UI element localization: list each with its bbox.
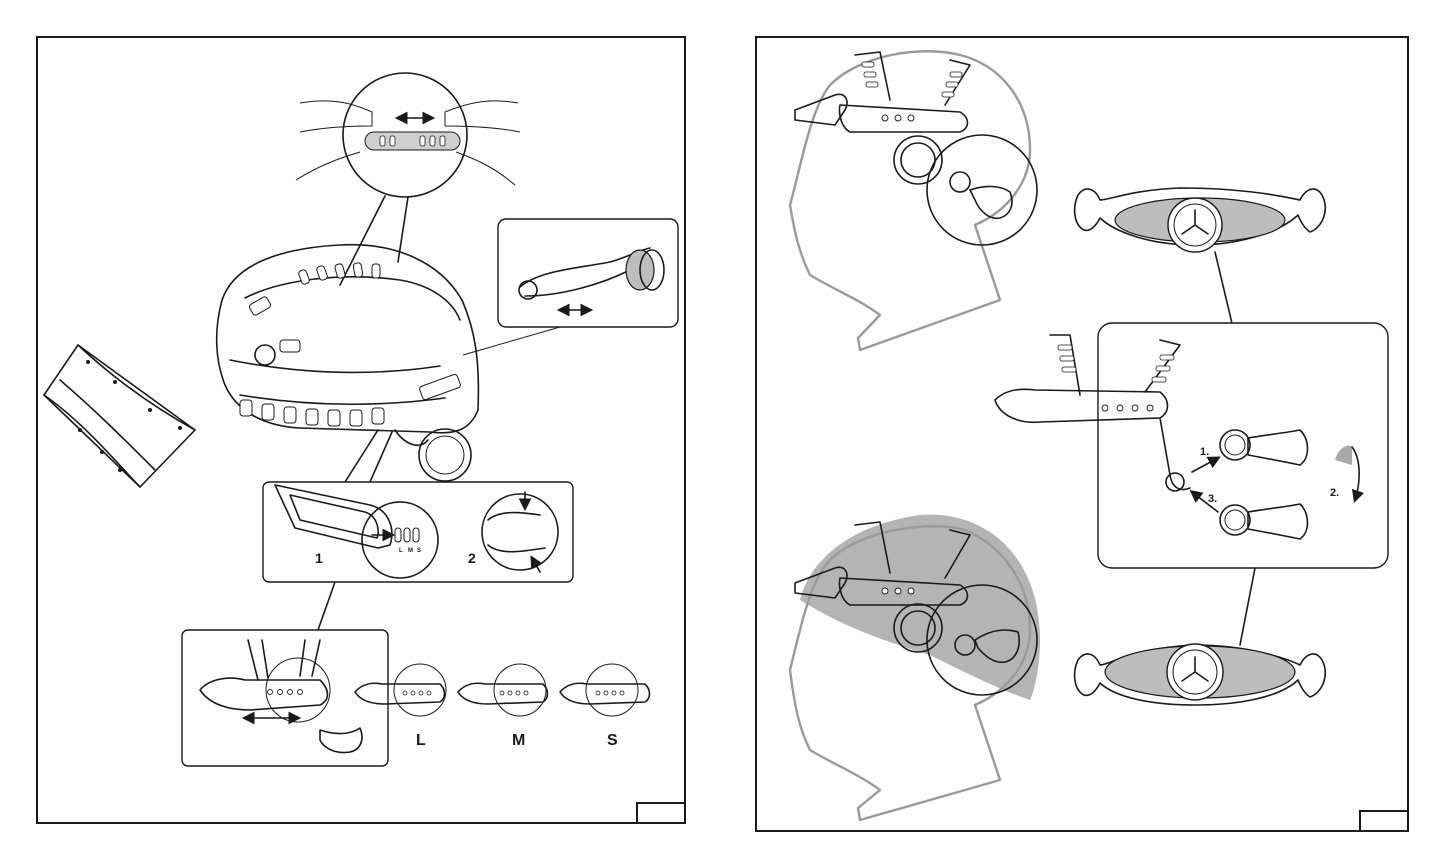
lower-head-profile	[790, 515, 1040, 820]
bottom-headband-oval	[1075, 644, 1326, 705]
size-label-m: M	[512, 732, 525, 749]
head-harness-drawing	[217, 245, 479, 481]
size-variant-m: M	[458, 664, 548, 749]
headband-adjust-inset	[182, 630, 388, 766]
right-step-label-3: 3.	[1208, 493, 1217, 505]
size-variants: L M S	[355, 664, 650, 749]
slot-label-m: M	[408, 548, 413, 554]
right-step-label-2: 2.	[1330, 487, 1339, 499]
size-label-s: S	[607, 732, 618, 749]
size-variant-s: S	[560, 664, 650, 749]
step-label-2: 2	[468, 550, 476, 566]
upper-head-profile	[790, 51, 1037, 350]
size-label-l: L	[416, 732, 426, 749]
sweatband-drawing	[44, 345, 195, 487]
slot-label-l: L	[399, 548, 403, 554]
knob-detail-inset	[498, 219, 678, 327]
slot-label-s: S	[417, 548, 421, 554]
step-label-1: 1	[315, 550, 323, 566]
top-headband-oval	[1075, 188, 1326, 252]
strap-adjust-detail	[296, 73, 520, 197]
visor-swap-inset: 1. 2. 3.	[995, 323, 1388, 568]
right-step-label-1: 1.	[1200, 446, 1209, 458]
size-lock-inset: 1 2 L M S	[263, 482, 573, 582]
